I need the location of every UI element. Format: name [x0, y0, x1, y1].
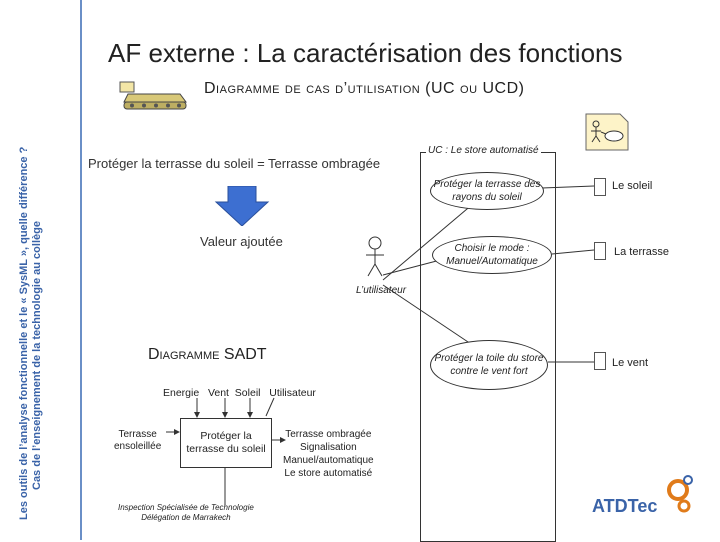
external-actor-box-2	[594, 242, 606, 260]
use-case-2: Choisir le mode : Manuel/Automatique	[432, 236, 552, 274]
sadt-function-label: Protéger la terrasse du soleil	[186, 430, 266, 455]
external-actor-label-1: Le soleil	[612, 180, 653, 192]
use-case-3-label: Protéger la toile du store contre le ven…	[434, 353, 544, 377]
use-case-1-label: Protéger la terrasse des rayons du solei…	[433, 179, 541, 203]
sadt-inputs: Energie Vent Soleil Utilisateur	[163, 387, 316, 399]
system-boundary-label: UC : Le store automatisé	[426, 145, 541, 156]
external-actor-box-1	[594, 178, 606, 196]
sadt-output-2: Signalisation	[299, 442, 357, 453]
sadt-output-labels: Terrasse ombragée Signalisation Manuel/a…	[283, 428, 374, 480]
footer-line-1: Inspection Spécialisée de Technologie	[118, 503, 254, 512]
use-case-3: Protéger la toile du store contre le ven…	[430, 340, 548, 390]
sadt-output-3: Manuel/automatique	[283, 455, 374, 466]
footer: Inspection Spécialisée de Technologie Dé…	[118, 503, 254, 523]
sadt-input-line-2: ensoleillée	[114, 441, 162, 452]
external-actor-box-3	[594, 352, 606, 370]
context-text: Protéger la terrasse du soleil = Terrass…	[88, 156, 381, 171]
sadt-input-label: Terrasse ensoleillée	[114, 429, 161, 453]
page-subtitle: Diagramme de cas d’utilisation (UC ou UC…	[204, 80, 525, 97]
robot-vehicle-icon	[119, 81, 187, 110]
sadt-title: Diagramme SADT	[148, 346, 267, 363]
external-actor-label-3: Le vent	[612, 357, 649, 369]
page-title: AF externe : La caractérisation des fonc…	[108, 38, 623, 68]
external-actor-label-2: La terrasse	[614, 246, 670, 258]
valeur-ajoutee-label: Valeur ajoutée	[200, 234, 283, 249]
use-case-1: Protéger la terrasse des rayons du solei…	[430, 172, 544, 210]
actor-label: L’utilisateur	[356, 285, 407, 296]
down-arrow-icon	[214, 186, 270, 226]
sadt-input-line-1: Terrasse	[118, 429, 157, 440]
atdtec-logo: ATDTec	[592, 475, 693, 516]
use-case-diagram-icon	[585, 113, 629, 151]
atdtec-logo-text: ATDTec	[592, 496, 657, 516]
sadt-function-box: Protéger la terrasse du soleil	[180, 418, 272, 468]
footer-line-2: Délégation de Marrakech	[141, 513, 231, 522]
sadt-output-4: Le store automatisé	[284, 468, 373, 479]
sadt-output-1: Terrasse ombragée	[285, 429, 372, 440]
sidebar	[0, 0, 82, 540]
use-case-2-label: Choisir le mode : Manuel/Automatique	[446, 243, 538, 267]
